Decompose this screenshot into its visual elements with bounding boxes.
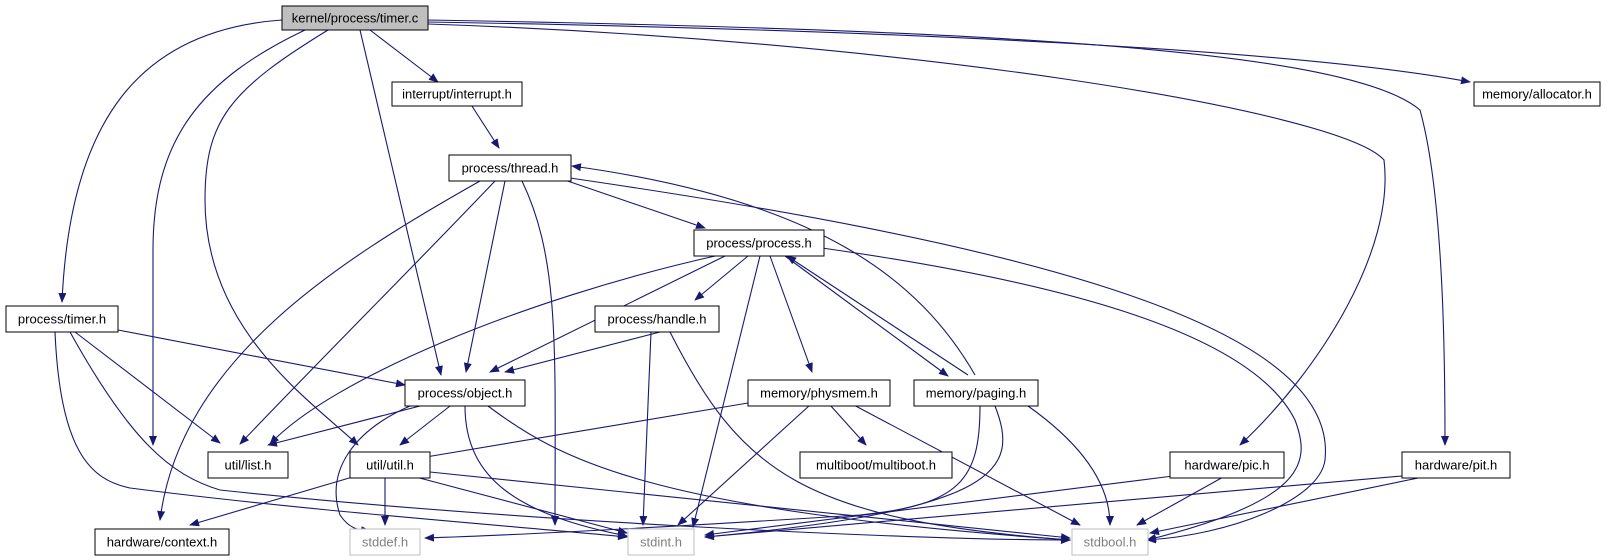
edge-physmem-h-to-multiboot-h: [829, 404, 867, 446]
edge-object-h-to-stdint-h: [464, 405, 628, 539]
svg-text:hardware/context.h: hardware/context.h: [107, 535, 218, 550]
svg-text:process/thread.h: process/thread.h: [462, 161, 559, 176]
edge-paging-h-to-stdint-h: [704, 405, 1004, 541]
node-hardware-pic-h[interactable]: hardware/pic.h: [1169, 451, 1285, 479]
edge-process-h-to-physmem-h: [769, 255, 813, 373]
svg-text:interrupt/interrupt.h: interrupt/interrupt.h: [402, 87, 512, 102]
edge-pic-h-to-stdbool-h: [1136, 475, 1226, 526]
svg-text:process/object.h: process/object.h: [418, 386, 513, 401]
node-process-handle-h[interactable]: process/handle.h: [594, 305, 720, 333]
node-stddef-h[interactable]: stddef.h: [349, 528, 421, 556]
dependency-edges: [54, 19, 1471, 544]
edge-physmem-h-to-stdint-h: [677, 404, 811, 526]
edge-timer-h-to-stdint-h: [54, 331, 628, 541]
node-memory-physmem-h[interactable]: memory/physmem.h: [747, 379, 891, 407]
edge-timer-h-to-object-h: [117, 329, 406, 388]
edge-paging-h-to-process-h: [786, 255, 969, 376]
edge-thread-h-to-context-h: [157, 180, 481, 521]
edge-object-h-to-stdbool-h: [487, 405, 1071, 544]
svg-text:stddef.h: stddef.h: [362, 535, 408, 550]
node-multiboot-multiboot-h[interactable]: multiboot/multiboot.h: [799, 451, 953, 479]
edge-pit-h-to-stdbool-h: [1149, 475, 1429, 536]
node-stdint-h[interactable]: stdint.h: [627, 528, 695, 556]
edge-process-h-to-stdbool-h: [814, 246, 1302, 542]
edge-thread-h-to-stdint-h: [521, 180, 560, 526]
edge-pic-h-to-stdint-h: [704, 475, 1174, 538]
edge-handle-h-to-stdint-h: [639, 331, 652, 526]
node-stdbool-h[interactable]: stdbool.h: [1071, 528, 1149, 556]
node-kernel-process-timer-c[interactable]: kernel/process/timer.c: [281, 5, 429, 31]
node-process-process-h[interactable]: process/process.h: [693, 229, 825, 257]
node-memory-allocator-h[interactable]: memory/allocator.h: [1473, 81, 1601, 107]
svg-text:stdint.h: stdint.h: [640, 535, 682, 550]
edge-process-h-to-list-h: [269, 255, 716, 445]
edge-pit-h-to-stdint-h: [704, 475, 1403, 541]
node-interrupt-interrupt-h[interactable]: interrupt/interrupt.h: [391, 81, 523, 107]
edge-timer-c-to-interrupt-h: [369, 29, 439, 83]
edge-timer-c-to-util-h: [204, 29, 359, 446]
edge-physmem-h-to-util-h: [419, 402, 749, 461]
svg-text:hardware/pic.h: hardware/pic.h: [1184, 458, 1269, 473]
svg-text:kernel/process/timer.c: kernel/process/timer.c: [292, 11, 419, 26]
edge-timer-c-to-timer-h: [58, 19, 283, 303]
svg-text:memory/allocator.h: memory/allocator.h: [1482, 87, 1592, 102]
edge-thread-h-to-list-h: [239, 180, 496, 445]
edge-handle-h-to-stdbool-h: [669, 331, 1071, 544]
edge-thread-h-to-process-h: [549, 174, 706, 229]
edge-process-h-to-handle-h: [694, 255, 749, 301]
edge-timer-h-to-stdbool-h: [69, 331, 1071, 544]
edge-process-h-to-paging-h: [784, 255, 949, 377]
edge-thread-h-to-stdbool-h: [555, 175, 1326, 544]
edge-paging-h-to-stdbool-h: [1027, 405, 1114, 526]
file-nodes: kernel/process/timer.c interrupt/interru…: [5, 5, 1601, 556]
svg-text:multiboot/multiboot.h: multiboot/multiboot.h: [816, 458, 936, 473]
edge-paging-h-to-stddef-h: [424, 405, 981, 542]
svg-text:process/timer.h: process/timer.h: [18, 312, 106, 327]
node-process-object-h[interactable]: process/object.h: [404, 379, 526, 407]
svg-text:process/process.h: process/process.h: [706, 236, 812, 251]
edge-paging-h-to-thread-h: [571, 163, 976, 376]
edge-interrupt-h-to-thread-h: [469, 102, 500, 149]
node-hardware-context-h[interactable]: hardware/context.h: [94, 528, 230, 556]
edge-thread-h-to-object-h: [463, 180, 506, 373]
edge-object-h-to-util-h: [399, 405, 451, 446]
edge-timer-c-to-object-h: [359, 29, 443, 376]
edge-process-h-to-stdint-h: [691, 255, 761, 528]
edge-timer-c-to-pit-h: [427, 19, 1449, 446]
edge-timer-h-to-list-h: [74, 331, 221, 444]
edge-timer-c-to-pic-h: [427, 23, 1386, 446]
edge-util-h-to-stdint-h: [411, 475, 628, 535]
node-process-timer-h[interactable]: process/timer.h: [5, 305, 119, 333]
svg-text:stdbool.h: stdbool.h: [1084, 535, 1137, 550]
svg-text:memory/paging.h: memory/paging.h: [926, 386, 1026, 401]
edge-physmem-h-to-stdbool-h: [849, 402, 1081, 526]
edge-timer-c-to-list-h: [149, 29, 306, 446]
svg-text:util/util.h: util/util.h: [366, 458, 414, 473]
node-hardware-pit-h[interactable]: hardware/pit.h: [1401, 451, 1511, 479]
svg-text:process/handle.h: process/handle.h: [607, 312, 706, 327]
edge-object-h-to-list-h: [267, 405, 421, 447]
node-process-thread-h[interactable]: process/thread.h: [448, 154, 572, 182]
svg-text:memory/physmem.h: memory/physmem.h: [760, 386, 878, 401]
edge-util-h-to-stdbool-h: [429, 471, 1071, 542]
svg-text:hardware/pit.h: hardware/pit.h: [1415, 458, 1497, 473]
node-memory-paging-h[interactable]: memory/paging.h: [913, 379, 1039, 407]
edge-handle-h-to-object-h: [504, 331, 661, 374]
svg-text:util/list.h: util/list.h: [225, 458, 272, 473]
edge-util-h-to-context-h: [189, 475, 357, 527]
node-util-util-h[interactable]: util/util.h: [349, 451, 431, 479]
node-util-list-h[interactable]: util/list.h: [207, 451, 289, 479]
